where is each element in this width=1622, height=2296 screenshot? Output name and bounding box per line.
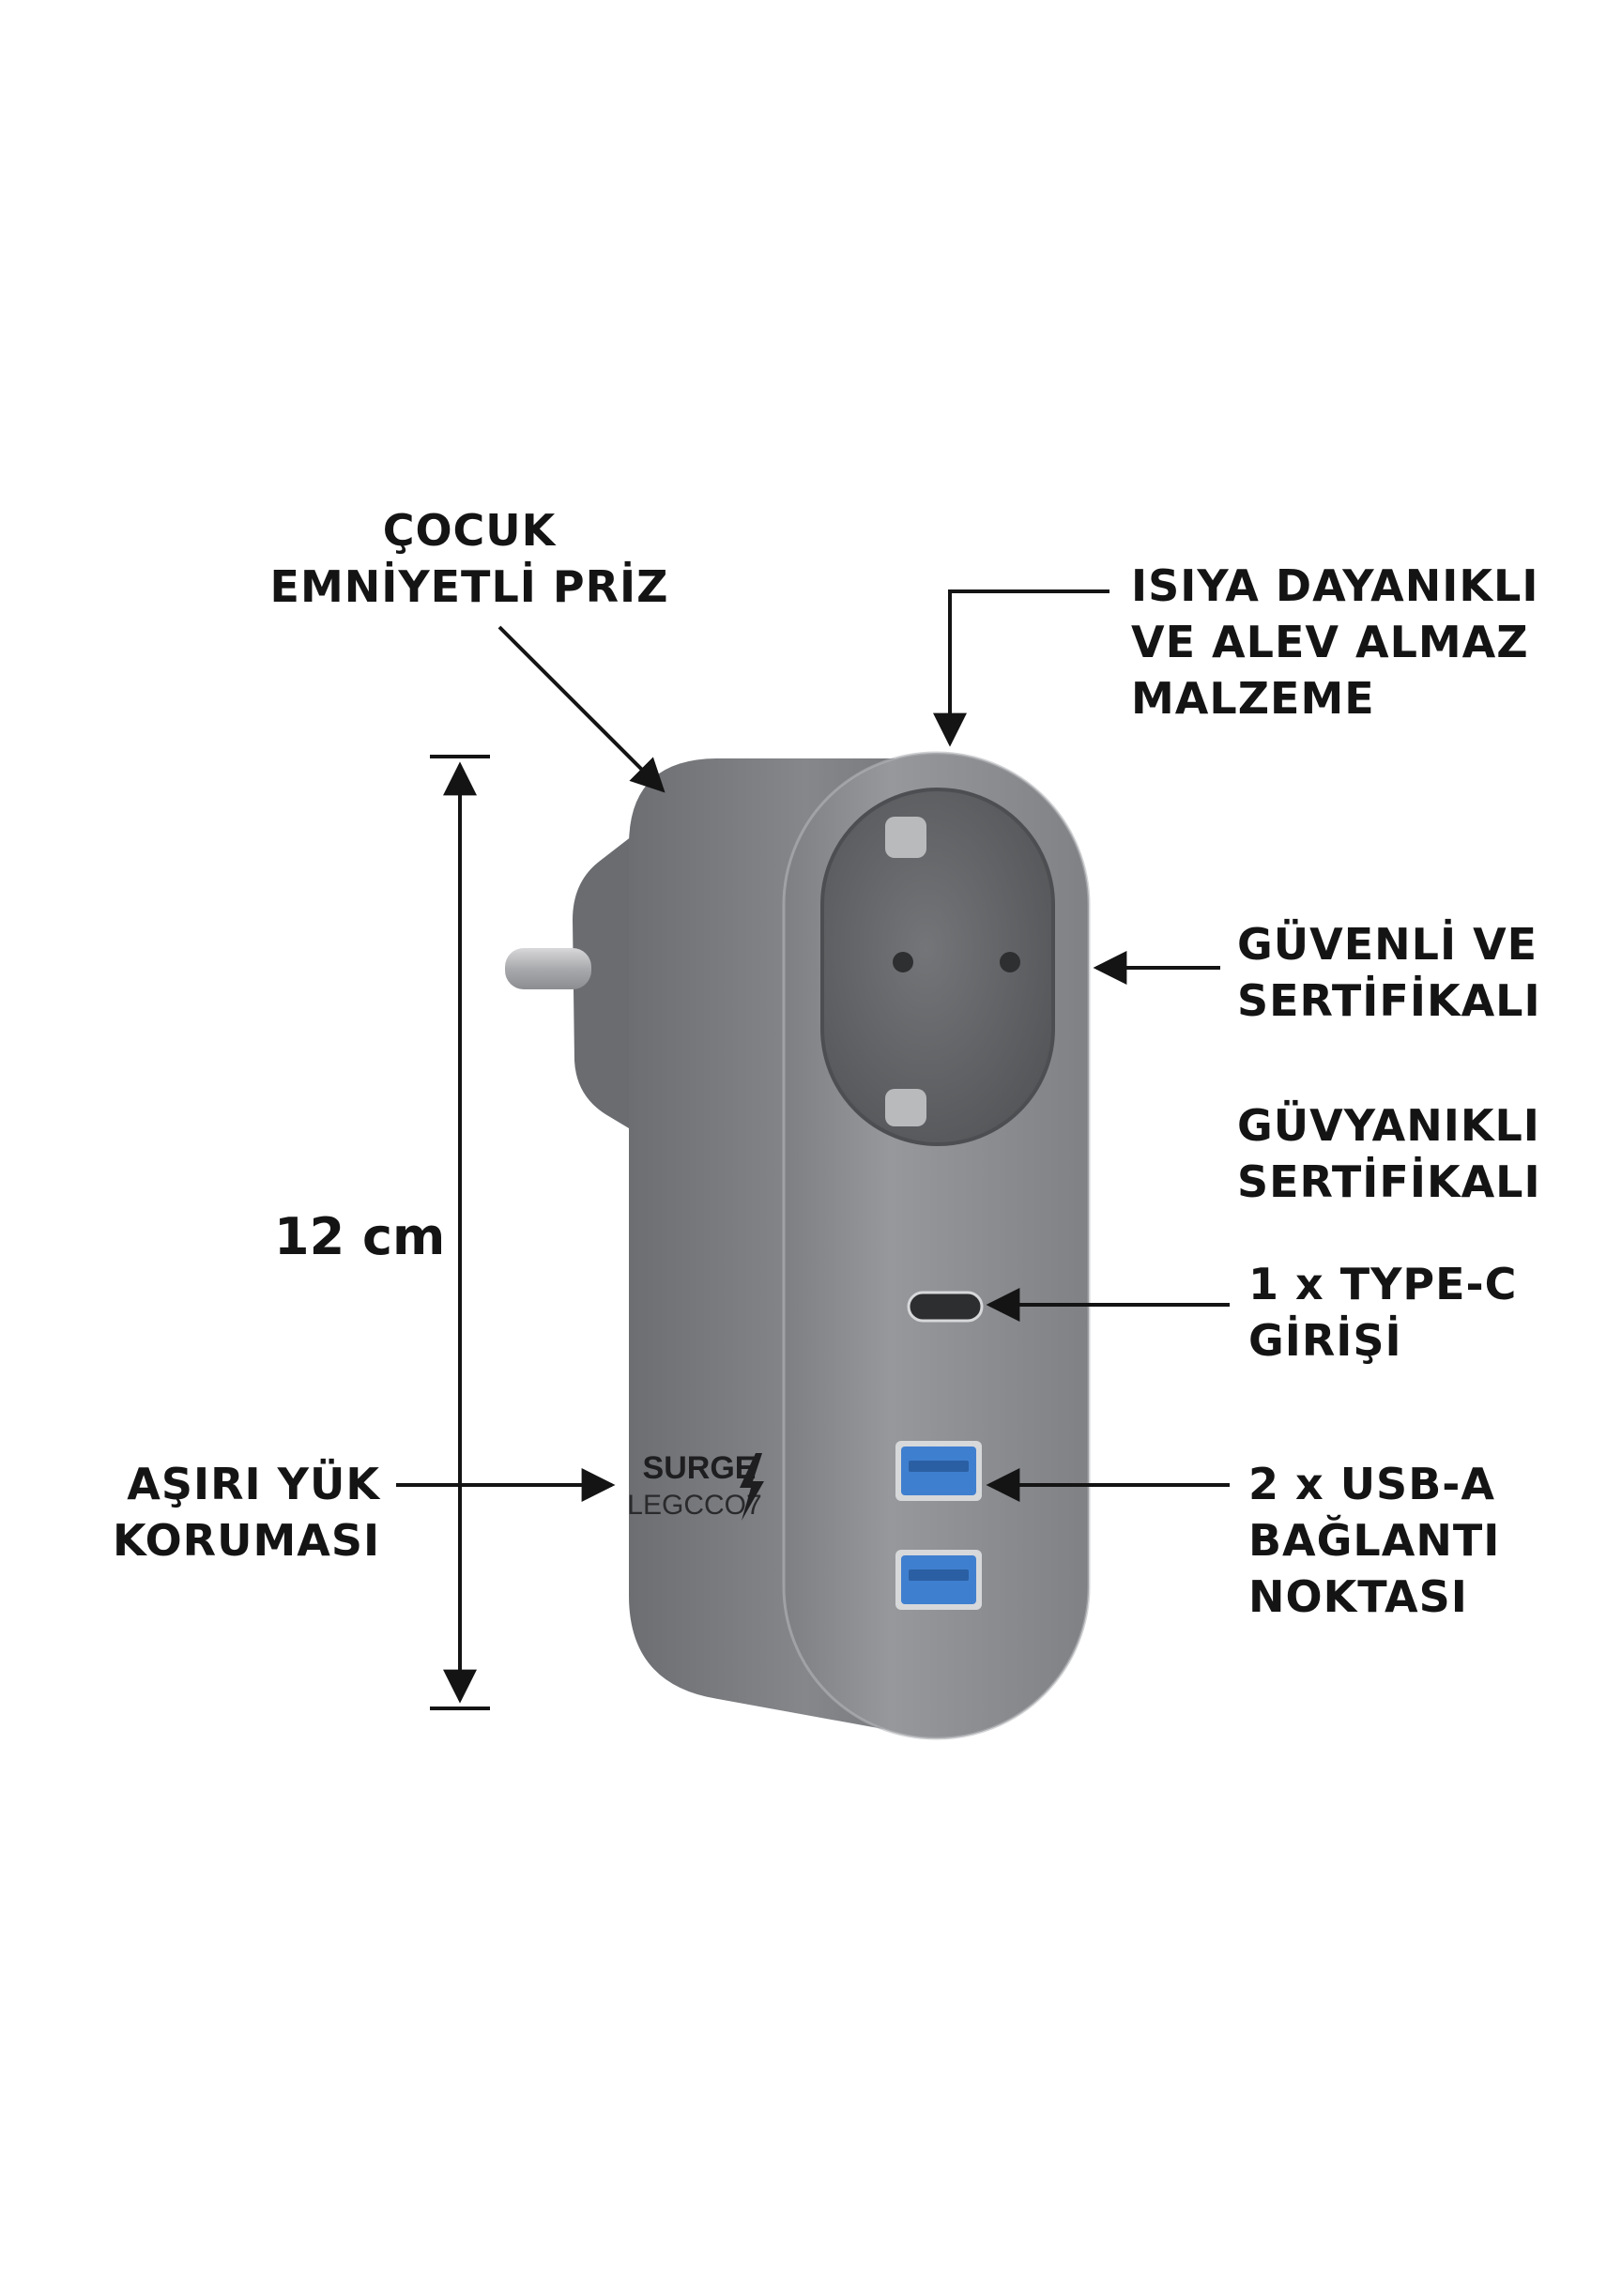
logo-brand: LEGCCO7 [627,1490,761,1521]
dimension-line [430,755,490,1710]
label-line: KORUMASI [113,1515,381,1566]
socket-hole-left [893,952,913,972]
label-line: AŞIRI YÜK [127,1459,380,1509]
label-overload-protection: AŞIRI YÜK KORUMASI [113,1456,380,1569]
ground-clip-bottom [885,1089,926,1126]
label-line: VE ALEV ALMAZ [1131,617,1529,667]
label-line: ÇOCUK [382,505,557,556]
typec-port [907,1291,984,1323]
socket-hole-right [1000,952,1020,972]
label-child-safe-socket: ÇOCUK EMNİYETLİ PRİZ [249,502,690,615]
ground-clip-top [885,817,926,858]
usb-a-port-1 [895,1441,982,1501]
label-line: GİRİŞİ [1248,1315,1402,1366]
label-line: GÜVENLİ VE [1237,919,1538,970]
label-line: 2 x USB-A [1248,1459,1495,1509]
label-line: SERTİFİKALI [1237,975,1541,1026]
logo-surge: SURGE [643,1450,757,1486]
label-line: ISIYA DAYANIKLI [1131,560,1539,611]
label-guvyanikli-certified: GÜVYANIKLI SERTİFİKALI [1237,1097,1541,1210]
label-line: SERTİFİKALI [1237,1156,1541,1207]
arrow-heat-resistant [933,589,1109,747]
usb-a-port-2 [895,1550,982,1610]
label-line: 1 x TYPE-C [1248,1259,1518,1309]
plug-pin [505,948,591,989]
label-line: GÜVYANIKLI [1237,1100,1540,1151]
lightning-icon [740,1453,764,1521]
arrow-child-safe [497,625,666,793]
schuko-socket [820,788,1055,1146]
label-line: MALZEME [1131,673,1375,724]
label-typec-input: 1 x TYPE-C GİRİŞİ [1248,1256,1517,1369]
label-heat-resistant: ISIYA DAYANIKLI VE ALEV ALMAZ MALZEME [1131,558,1538,727]
label-safe-certified: GÜVENLİ VE SERTİFİKALI [1237,916,1541,1029]
label-line: NOKTASI [1248,1571,1468,1622]
label-usb-a-ports: 2 x USB-A BAĞLANTI NOKTASI [1248,1456,1500,1625]
dimension-height-label: 12 cm [274,1207,446,1266]
label-line: BAĞLANTI [1248,1515,1501,1566]
label-line: EMNİYETLİ PRİZ [269,561,669,612]
